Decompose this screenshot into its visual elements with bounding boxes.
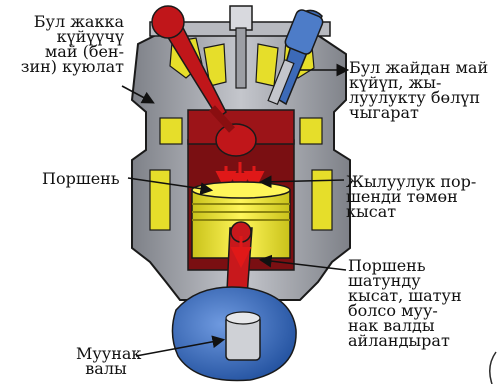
exhaust-label: Бул жайдан май күйүп, жы- луулукту бөлүп…: [349, 60, 499, 120]
crankshaft: [172, 287, 296, 381]
piston-label: Поршень: [42, 171, 132, 186]
fuel-intake-label: Бул жакка күйүүчү май (бен- зин) куюлат: [6, 14, 124, 74]
fuel-intake-line-4: зин) куюлат: [6, 59, 124, 74]
heat-push-line-3: кысат: [346, 204, 498, 219]
page-edge-mark: [490, 352, 496, 384]
crankshaft-label: Муунак валы: [76, 346, 136, 376]
crankshaft-line-2: валы: [76, 361, 136, 376]
piston-line-1: Поршень: [42, 171, 132, 186]
rod-push-line-6: айландырат: [348, 333, 498, 348]
heat-push-label: Жылуулук пор- шенди төмөн кысат: [346, 174, 498, 219]
rod-push-label: Поршень шатунду кысат, шатун болсо муу- …: [348, 258, 498, 348]
exhaust-line-4: чыгарат: [349, 105, 499, 120]
